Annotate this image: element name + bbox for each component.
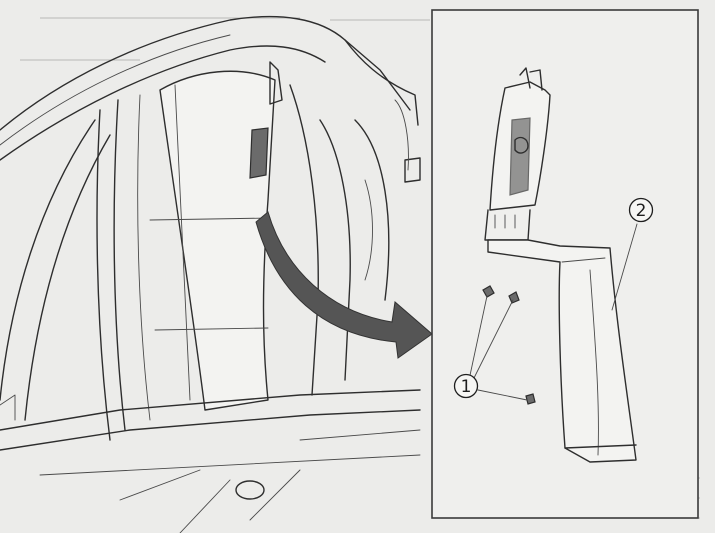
upper-pillar-trim xyxy=(484,67,551,241)
detail-inset: 1 2 xyxy=(431,9,699,519)
callout-trim-panel-label: 2 xyxy=(636,201,647,221)
curved-arrow-icon xyxy=(255,211,433,359)
leader-line-clip-b xyxy=(473,299,514,379)
callout-trim-panel: 2 xyxy=(628,197,654,223)
leader-line-clip-a xyxy=(468,295,488,381)
clip-icon xyxy=(482,285,536,405)
vehicle-interior-illustration xyxy=(0,15,421,533)
callout-clips-label: 1 xyxy=(461,377,472,397)
callout-clips: 1 xyxy=(453,373,479,399)
leader-line-clip-c xyxy=(477,389,528,401)
lower-pillar-trim xyxy=(487,239,637,463)
leader-line-trim xyxy=(611,223,638,311)
